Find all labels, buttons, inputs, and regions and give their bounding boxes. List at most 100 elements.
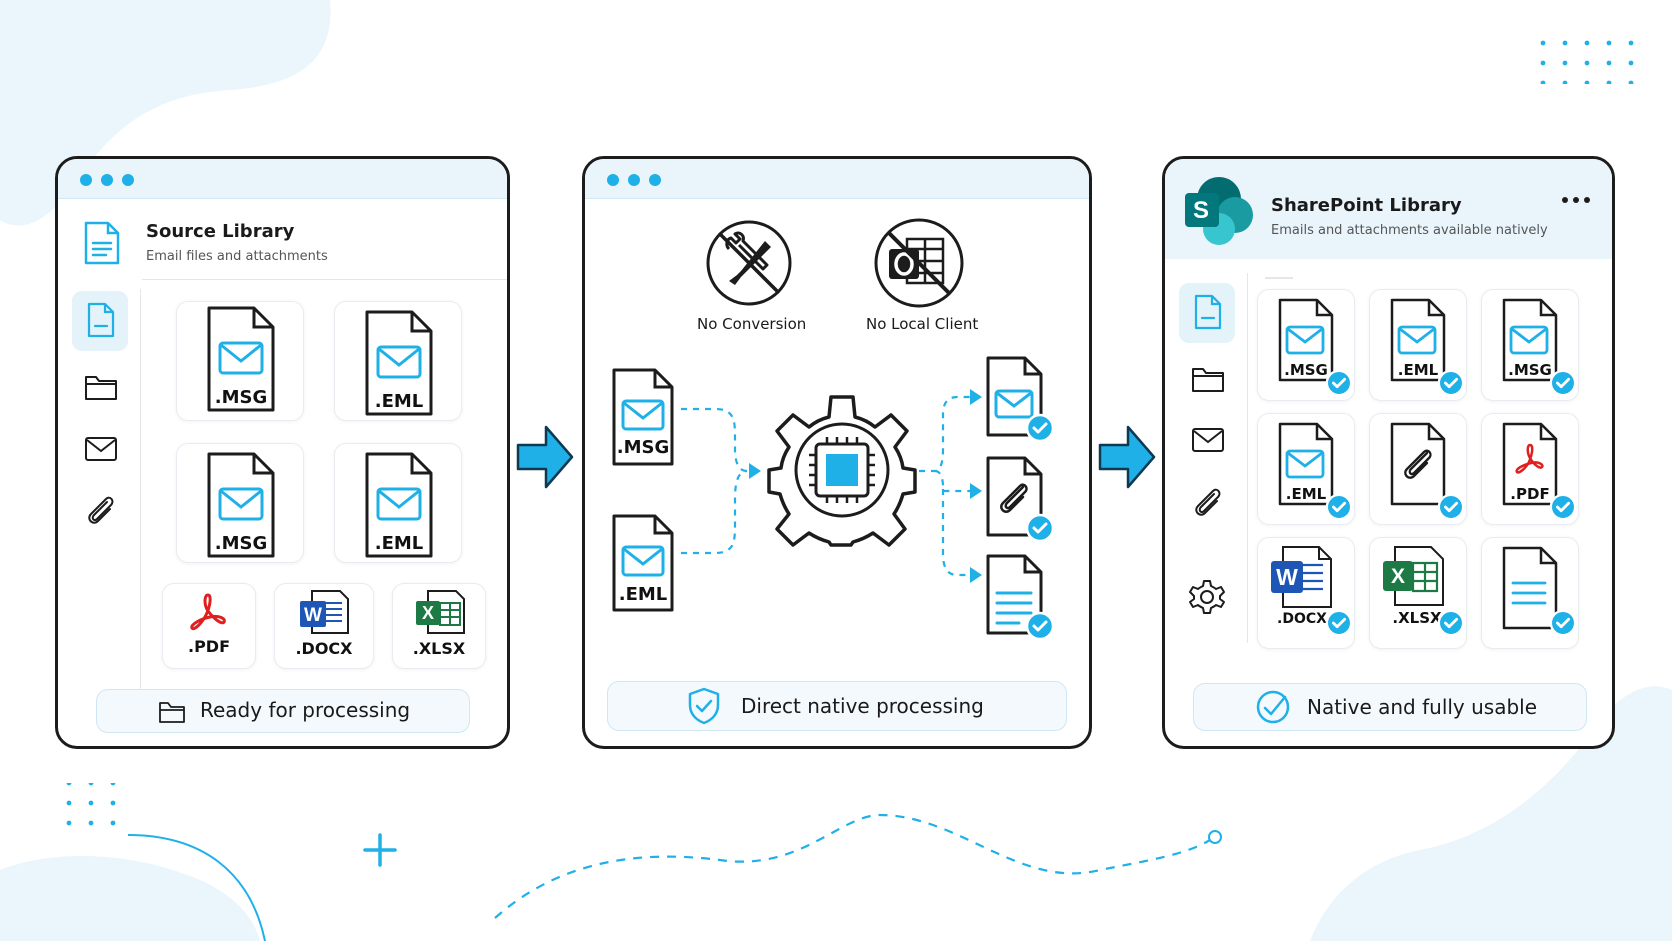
status-label: Direct native processing (741, 694, 984, 718)
source-library-panel: Source Library Email files and attachmen… (55, 156, 510, 749)
file-extension-label: .PDF (187, 637, 230, 656)
sharepoint-logo-letter: S (1193, 197, 1210, 224)
check-circle-icon (1256, 690, 1290, 724)
attachment-file-icon (1390, 422, 1446, 506)
arrow-icon (516, 425, 574, 489)
file-extension-label: .EML (1285, 485, 1327, 503)
window-dot (122, 174, 134, 186)
document-icon[interactable] (86, 302, 116, 338)
sharepoint-library-panel: S SharePoint Library Emails and attachme… (1162, 156, 1615, 749)
no-local-client-icon (874, 218, 964, 308)
file-extension-label: .MSG (616, 437, 670, 458)
paperclip-icon[interactable] (85, 493, 117, 527)
plus-mark (363, 833, 397, 867)
file-extension-label: .EML (1397, 361, 1439, 379)
svg-text:W: W (1276, 564, 1298, 590)
feature-label: No Conversion (697, 315, 807, 333)
bottom-left-blob (0, 856, 260, 941)
email-file-icon (612, 368, 674, 466)
check-icon (1549, 609, 1577, 637)
status-label: Ready for processing (200, 698, 411, 722)
gear-icon[interactable] (1189, 579, 1225, 615)
flow-connectors (681, 389, 982, 583)
feature-label: No Local Client (866, 315, 979, 333)
no-conversion-icon (706, 220, 792, 306)
word-file-icon: W (1271, 546, 1332, 608)
dashed-wave (494, 813, 1211, 919)
window-dot (628, 174, 640, 186)
document-icon[interactable] (1193, 294, 1223, 330)
shield-check-icon (688, 687, 720, 725)
file-extension-label: .DOCX (1277, 611, 1327, 627)
check-icon (1325, 369, 1353, 397)
file-extension-label: .XLSX (412, 639, 466, 658)
check-icon (1325, 609, 1353, 637)
file-extension-label: .EML (618, 584, 668, 605)
check-icon (1325, 493, 1353, 521)
window-dot (607, 174, 619, 186)
email-file-icon (1390, 298, 1446, 382)
check-icon (1549, 369, 1577, 397)
check-icon (1437, 369, 1465, 397)
check-icon (1025, 513, 1055, 543)
panel-subtitle: Emails and attachments available nativel… (1271, 223, 1548, 238)
arrow-icon (1098, 425, 1156, 489)
status-button[interactable] (607, 681, 1067, 731)
window-titlebar (58, 159, 507, 199)
panel-title: Source Library (146, 221, 295, 242)
check-icon (1025, 611, 1055, 641)
folder-icon[interactable] (84, 373, 118, 401)
email-file-icon (1502, 298, 1558, 382)
check-icon (1437, 609, 1465, 637)
folder-icon[interactable] (1191, 365, 1225, 393)
window-dot (80, 174, 92, 186)
pdf-file-icon (1502, 422, 1558, 506)
file-extension-label: .MSG (1508, 361, 1552, 379)
file-extension-label: .XLSX (1392, 609, 1442, 627)
sidebar-divider (140, 289, 141, 699)
bottom-right-blob (1310, 686, 1672, 941)
email-file-icon (365, 452, 433, 558)
status-button[interactable] (96, 689, 470, 733)
mail-icon[interactable] (84, 436, 118, 462)
file-extension-label: .MSG (214, 533, 268, 554)
sharepoint-logo-icon (1185, 177, 1253, 245)
file-extension-label: .PDF (1510, 485, 1550, 503)
email-file-icon (207, 306, 275, 412)
mail-icon[interactable] (1191, 427, 1225, 453)
document-file-icon (986, 554, 1043, 635)
word-icon: W (300, 590, 349, 634)
svg-text:W: W (304, 605, 322, 626)
more-options-icon[interactable] (1561, 195, 1591, 205)
dot-grid-bottom-left (50, 783, 116, 827)
folder-icon (159, 702, 185, 723)
paperclip-icon[interactable] (1192, 485, 1224, 519)
panel-title: SharePoint Library (1271, 195, 1462, 216)
sidebar-item-selected[interactable] (1179, 283, 1235, 343)
window-titlebar (585, 159, 1089, 199)
file-extension-label: .EML (374, 533, 424, 554)
processing-panel: No Conversion No Local Client .MSG .EML (582, 156, 1092, 749)
sidebar-divider (1247, 273, 1248, 643)
wave-end-ring (1208, 830, 1222, 844)
file-extension-label: .MSG (214, 387, 268, 408)
status-label: Native and fully usable (1307, 695, 1538, 719)
excel-icon: X (416, 590, 465, 634)
email-file-icon (207, 452, 275, 558)
email-file-icon (365, 310, 433, 416)
email-file-icon (986, 356, 1043, 437)
svg-text:X: X (422, 603, 434, 623)
svg-text:X: X (1391, 565, 1405, 588)
document-icon (84, 221, 120, 265)
sidebar-item-selected[interactable] (72, 291, 128, 351)
email-file-icon (1278, 298, 1334, 382)
file-extension-label: .EML (374, 391, 424, 412)
email-file-icon (1278, 422, 1334, 506)
window-dot (101, 174, 113, 186)
document-file-icon (1502, 546, 1558, 630)
file-extension-label: .DOCX (295, 639, 353, 658)
attachment-file-icon (986, 456, 1043, 537)
panel-subtitle: Email files and attachments (146, 249, 328, 264)
file-extension-label: .MSG (1284, 361, 1328, 379)
processing-engine-icon (767, 395, 917, 547)
